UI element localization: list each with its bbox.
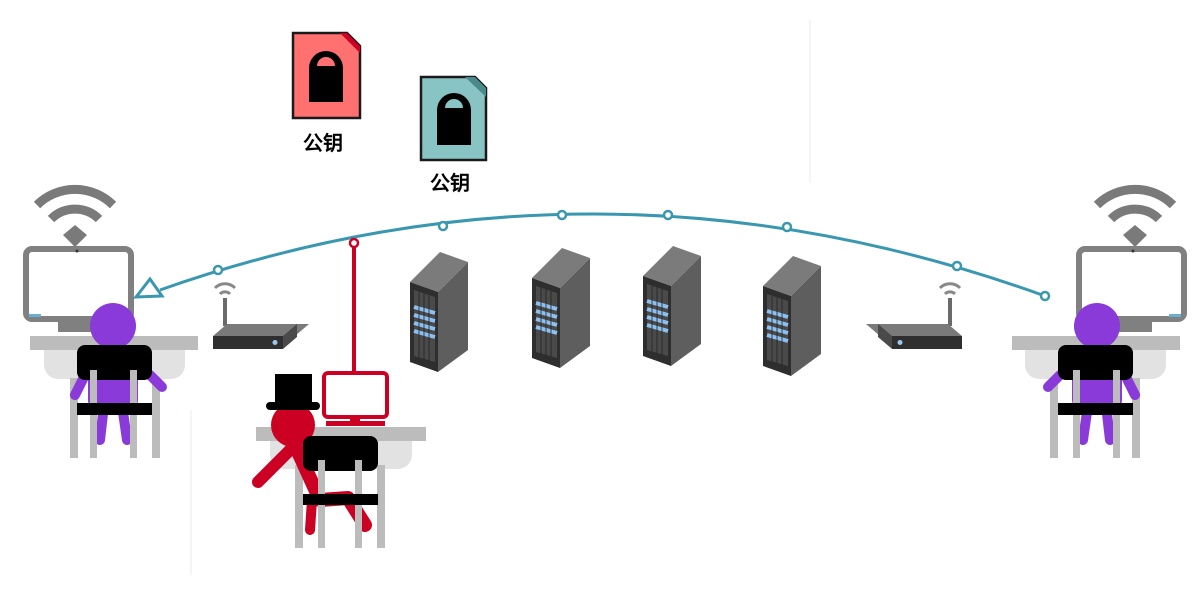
lock-file-icon (419, 75, 488, 162)
communication-channel (132, 209, 1051, 302)
attacker (252, 246, 426, 548)
channel-node (951, 260, 963, 272)
laptop-icon (26, 249, 198, 458)
key-label: 公钥 (303, 131, 343, 155)
channel-node (662, 209, 674, 221)
channel-node (781, 221, 793, 233)
server-icon (761, 254, 823, 378)
channel-node (212, 264, 224, 276)
wifi-icon (37, 189, 113, 247)
lock-file-icon (291, 31, 362, 120)
user-right (1012, 189, 1184, 458)
server-icon (530, 246, 592, 370)
server-icon (408, 250, 470, 374)
wifi-icon (1097, 189, 1173, 247)
key-label: 公钥 (430, 171, 470, 195)
tap-node (348, 237, 360, 249)
router-icon (211, 282, 311, 351)
arrow-head-icon (132, 276, 165, 299)
user-left (26, 189, 198, 458)
laptop-icon (1012, 249, 1184, 458)
monitor-icon (322, 371, 389, 419)
channel-node (437, 220, 449, 232)
channel-node (1039, 290, 1051, 302)
server-icon (641, 244, 703, 368)
channel-node (556, 209, 568, 221)
public-key-teal: 公钥 (419, 75, 488, 195)
public-key-red: 公钥 (291, 31, 362, 155)
router-icon (864, 282, 964, 351)
top-hat-icon (266, 374, 320, 410)
